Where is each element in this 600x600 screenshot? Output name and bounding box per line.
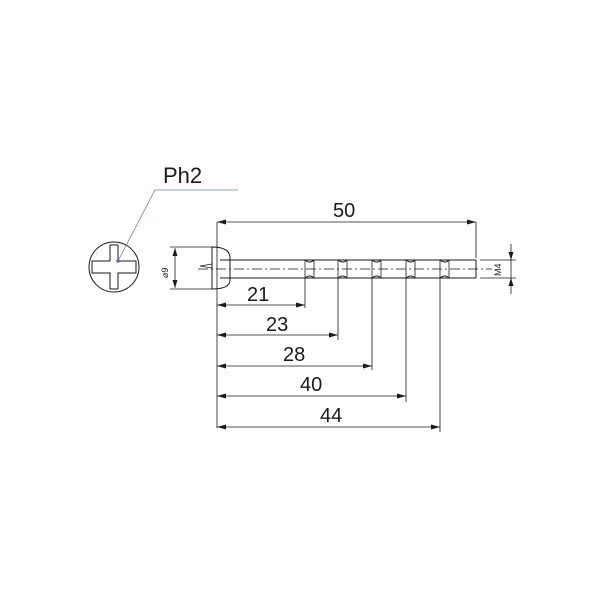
head-diameter-dimension: ⌀9 bbox=[160, 246, 212, 290]
dimension-23-label: 23 bbox=[266, 314, 288, 336]
head-end-view bbox=[88, 241, 140, 293]
dimension-21-label: 21 bbox=[247, 284, 269, 306]
dimension-23: 23 bbox=[217, 314, 338, 338]
drive-label: Ph2 bbox=[163, 163, 202, 188]
dimension-50: 50 bbox=[217, 200, 476, 225]
thread-dimension: M4 bbox=[480, 244, 516, 294]
dimension-44-label: 44 bbox=[320, 405, 342, 427]
dimension-40-label: 40 bbox=[300, 374, 322, 396]
head-diameter-label: ⌀9 bbox=[160, 268, 170, 278]
dimension-40: 40 bbox=[217, 374, 406, 399]
drive-callout: Ph2 bbox=[117, 163, 238, 262]
thread-label: M4 bbox=[493, 263, 503, 276]
dimension-50-label: 50 bbox=[333, 200, 355, 222]
dimension-28: 28 bbox=[217, 344, 372, 369]
dimension-28-label: 28 bbox=[283, 344, 305, 366]
dimension-21: 21 bbox=[217, 284, 305, 308]
dimension-44: 44 bbox=[217, 405, 440, 430]
extension-lines bbox=[216, 222, 477, 432]
screw-side-view bbox=[198, 246, 492, 290]
